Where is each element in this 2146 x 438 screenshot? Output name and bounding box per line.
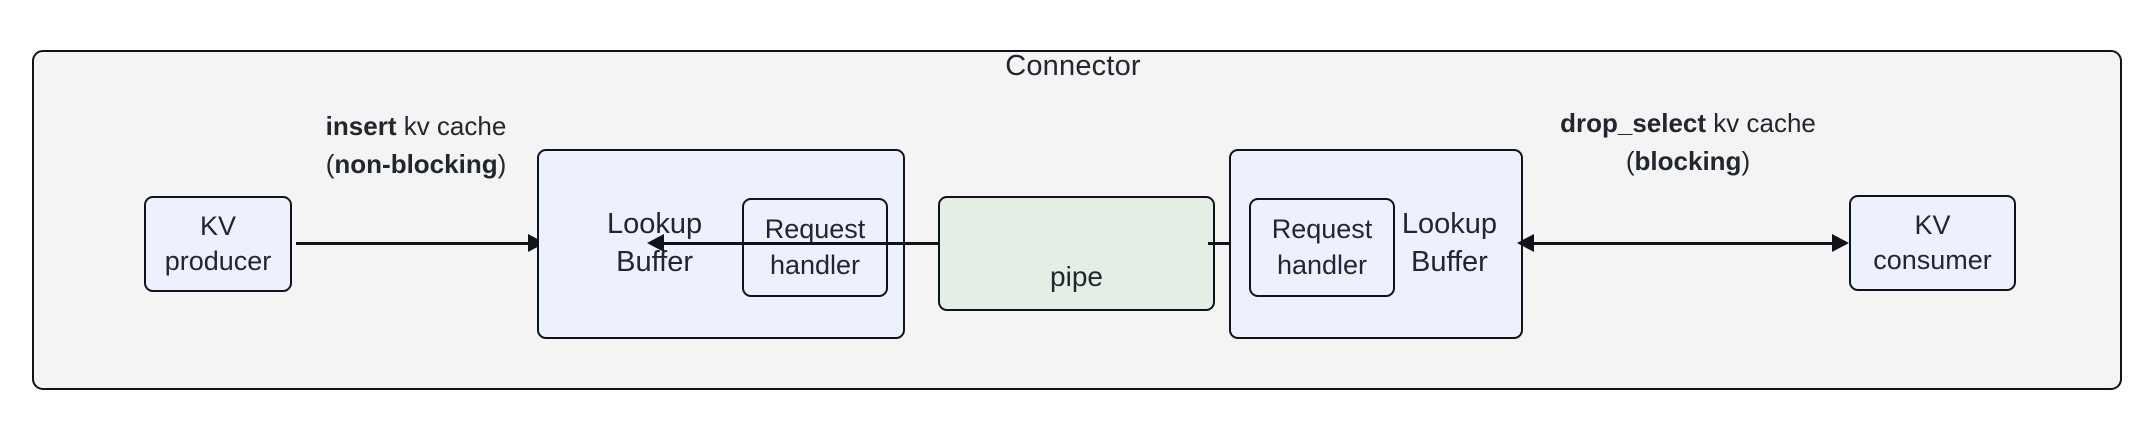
connector-title: Connector — [1005, 50, 1141, 82]
node-pipe-label: pipe — [1050, 260, 1103, 292]
edge-label-drop-select-paren-open: ( — [1625, 145, 1635, 176]
edge-label-insert-mode: non-blocking — [334, 148, 498, 179]
arrow-insert-line — [296, 242, 532, 245]
node-request-handler-left: Request handler — [742, 198, 888, 297]
edge-label-drop-select-rest: kv cache — [1706, 108, 1816, 138]
edge-label-drop-select-line1: drop_select kv cache — [1468, 105, 1908, 143]
edge-label-insert-line2: (non-blocking) — [206, 146, 626, 184]
node-request-handler-right: Request handler — [1249, 198, 1395, 297]
node-kv-producer-label: KV producer — [164, 210, 272, 276]
arrow-pipe-to-left-head-icon — [647, 234, 664, 252]
arrow-drop-select-line — [1530, 242, 1846, 245]
arrow-pipe-to-left-line — [660, 242, 943, 245]
edge-label-insert-rest: kv cache — [396, 111, 507, 141]
arrow-drop-select-head-left-icon — [1517, 234, 1534, 252]
node-pipe: pipe — [938, 196, 1215, 311]
edge-label-drop-select: drop_select kv cache (blocking) — [1468, 105, 1908, 180]
edge-label-drop-select-line2: (blocking) — [1468, 143, 1908, 181]
edge-label-insert-bold: insert — [325, 111, 397, 141]
node-kv-producer: KV producer — [144, 196, 292, 292]
edge-label-insert-line1: insert kv cache — [206, 108, 626, 146]
edge-label-insert-paren-open: ( — [325, 148, 335, 179]
node-request-handler-left-label: Request handler — [764, 214, 866, 280]
edge-label-drop-select-bold: drop_select — [1560, 108, 1707, 138]
node-lookup-buffer-right-label: Lookup Buffer — [1401, 208, 1497, 278]
node-kv-consumer: KV consumer — [1849, 195, 2016, 291]
edge-label-insert: insert kv cache (non-blocking) — [206, 108, 626, 183]
node-kv-consumer-label: KV consumer — [1873, 209, 1992, 275]
edge-label-drop-select-paren-close: ) — [1741, 145, 1751, 176]
arrow-drop-select-head-right-icon — [1832, 234, 1849, 252]
edge-label-insert-paren-close: ) — [497, 148, 507, 179]
edge-label-drop-select-mode: blocking — [1634, 145, 1742, 176]
node-request-handler-right-label: Request handler — [1271, 214, 1373, 280]
